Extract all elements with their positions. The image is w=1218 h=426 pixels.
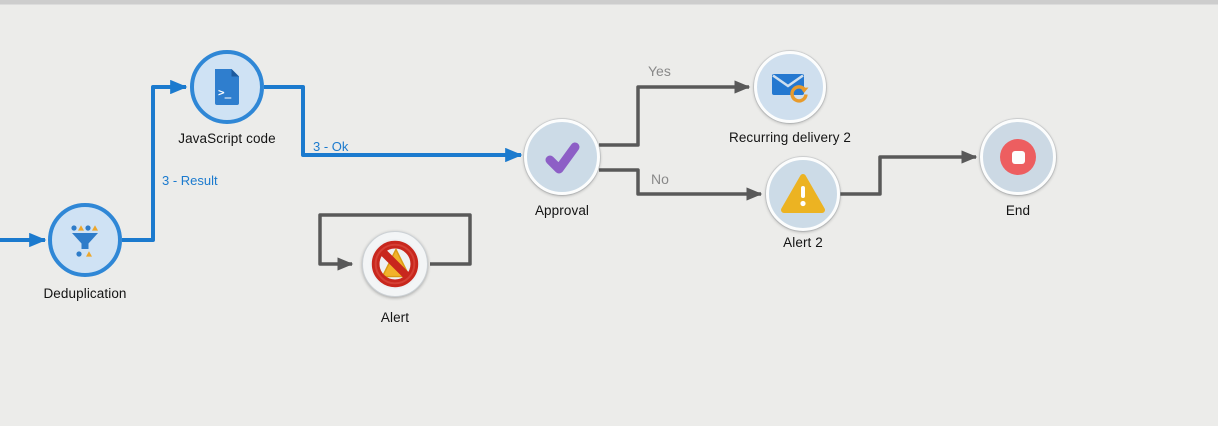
node-label-alert-2: Alert 2 — [783, 235, 823, 250]
node-deduplication[interactable] — [48, 203, 122, 277]
funnel-icon — [64, 219, 106, 261]
node-label-alert: Alert — [380, 310, 410, 325]
node-label-recurring-delivery-2: Recurring delivery 2 — [728, 130, 852, 145]
script-document-icon: >_ — [207, 65, 247, 109]
prohibited-sign-icon — [366, 235, 424, 293]
edge-label-yes[interactable]: Yes — [648, 63, 671, 79]
stop-icon — [1000, 139, 1036, 175]
checkmark-icon — [538, 133, 586, 181]
edge-label-no[interactable]: No — [651, 171, 669, 187]
edge-javascript-code-to-approval[interactable] — [264, 85, 523, 163]
svg-text:>_: >_ — [218, 86, 232, 99]
edge-label-result[interactable]: 3 - Result — [162, 173, 218, 188]
node-approval[interactable] — [524, 119, 600, 195]
top-border-strip — [0, 0, 1218, 5]
node-label-end: End — [1005, 203, 1031, 218]
node-alert[interactable] — [362, 231, 428, 297]
node-javascript-code[interactable]: >_ — [190, 50, 264, 124]
edge-label-ok[interactable]: 3 - Ok — [313, 139, 349, 154]
edge-approval-no-to-alert-2[interactable] — [599, 168, 763, 201]
edge-deduplication-to-javascript-code[interactable] — [122, 79, 188, 242]
node-label-deduplication: Deduplication — [43, 286, 127, 301]
edge-alert-self-loop[interactable] — [318, 213, 472, 271]
node-label-approval: Approval — [534, 203, 590, 218]
node-recurring-delivery-2[interactable] — [754, 51, 826, 123]
node-end[interactable] — [980, 119, 1056, 195]
node-label-javascript-code: JavaScript code — [178, 131, 276, 146]
warning-triangle-icon — [780, 173, 826, 215]
email-refresh-icon — [768, 67, 812, 107]
edge-approval-yes-to-recurring-delivery-2[interactable] — [599, 80, 751, 147]
node-alert-2[interactable] — [766, 157, 840, 231]
edge-alert-2-to-end[interactable] — [840, 150, 978, 196]
